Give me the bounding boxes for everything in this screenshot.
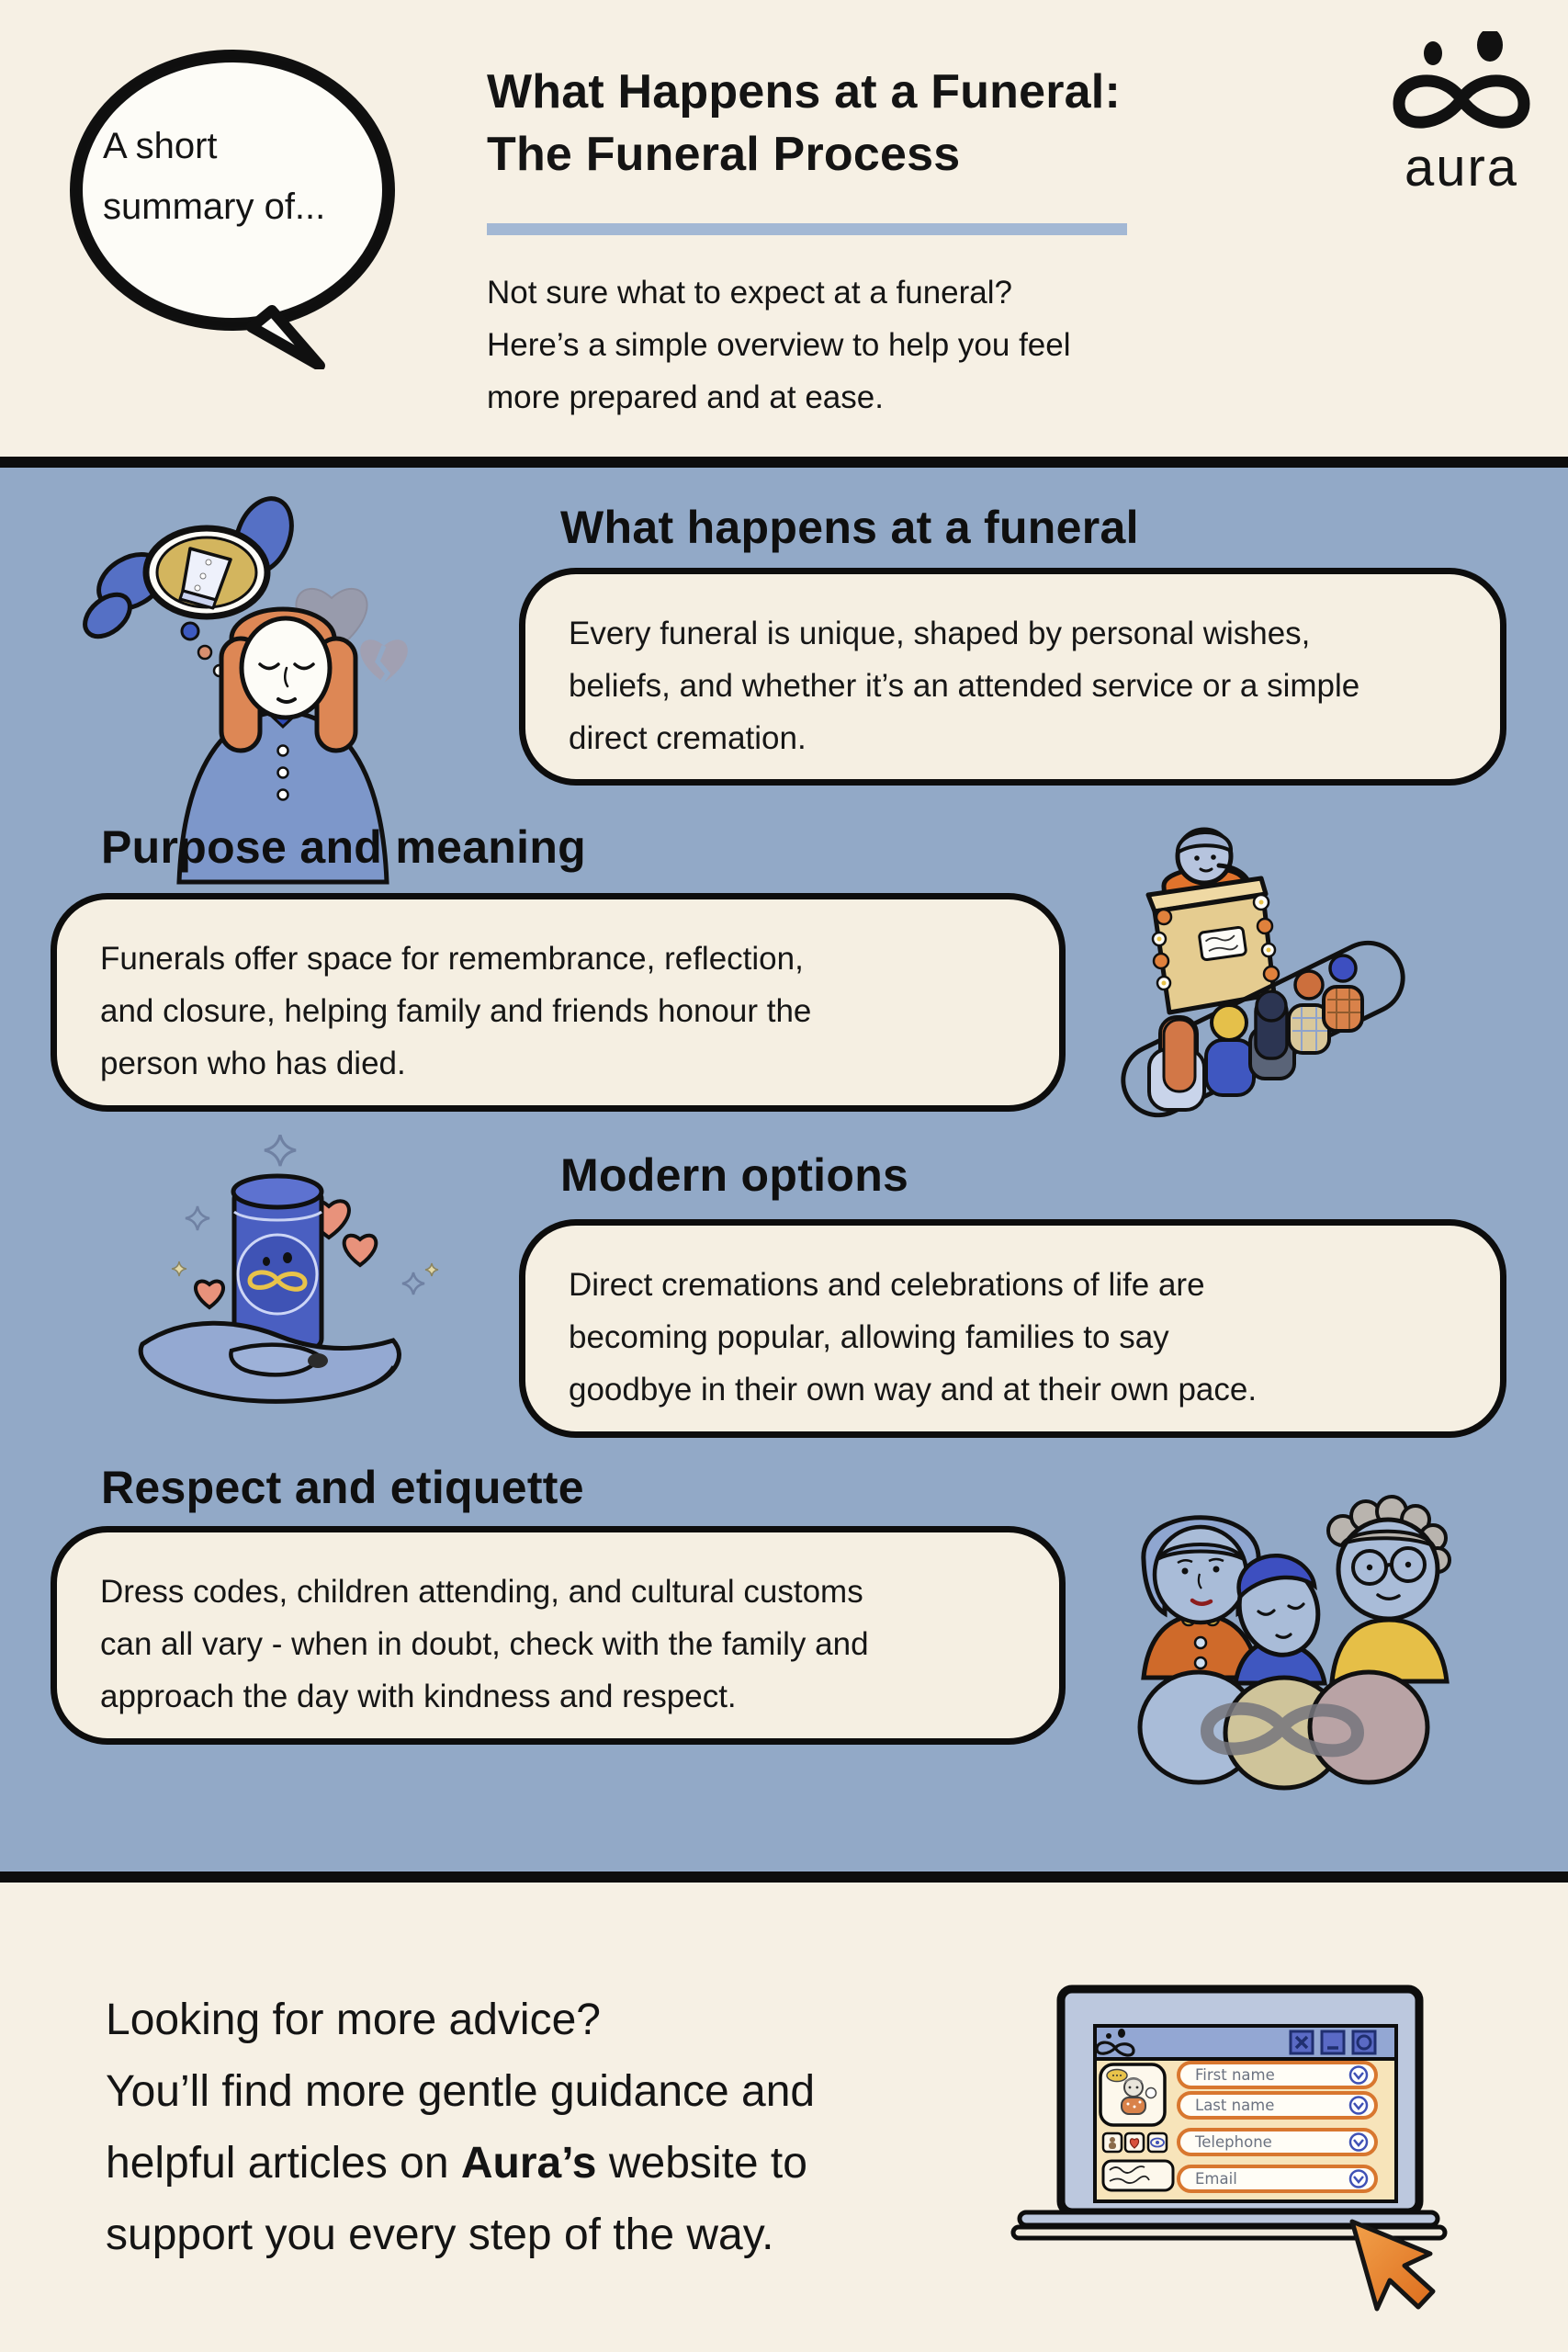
form-mini-icons [1101,2132,1168,2154]
section-heading-purpose: Purpose and meaning [101,821,587,873]
infinity-symbol [1200,1702,1365,1758]
section-bubble-purpose: Funerals offer space for remembrance, re… [51,893,1066,1112]
bubble-line: can all vary - when in doubt, check with… [100,1626,869,1662]
telephone-label: Telephone [1194,2133,1272,2151]
minimize-icon [1320,2030,1346,2055]
bubble-line: Dress codes, children attending, and cul… [100,1574,863,1610]
grandmother-figure [1141,1515,1261,1680]
family-embrace-illustration [1137,1495,1451,1791]
chevron-down-icon [1353,2102,1364,2110]
last-name-field [1177,2091,1378,2120]
grief-thoughts-illustration [83,496,408,885]
bubble-line: Every funeral is unique, shaped by perso… [569,616,1311,651]
chevron-down-icon [1353,2072,1364,2080]
leaning-person-figure [1233,1554,1327,1686]
first-name-label: First name [1195,2066,1275,2084]
footer-line: helpful articles on Aura’s website to [106,2139,807,2188]
bubble-line: goodbye in their own way and at their ow… [569,1372,1258,1408]
maximize-icon [1351,2030,1377,2055]
memorial-urn [231,1173,324,1351]
aura-mini-logo-icon [1095,2029,1135,2057]
seated-mourners [1121,940,1405,1118]
telephone-field [1177,2128,1378,2156]
bubble-line: Funerals offer space for remembrance, re… [100,941,804,977]
speech-bubble-text: A short summary of... [103,126,326,227]
page-title-line2: The Funeral Process [487,128,961,181]
bubble-line: approach the day with kindness and respe… [100,1679,737,1714]
eulogy-service-illustration [1121,827,1405,1118]
last-name-label: Last name [1195,2097,1274,2114]
footer-line: Looking for more advice? [106,1996,601,2044]
bubble-line: beliefs, and whether it’s an attended se… [569,668,1360,704]
sparkle-icon [171,1135,439,1295]
coffin-icon [178,547,232,610]
signature-card [1101,2159,1175,2192]
browser-titlebar [1093,2024,1398,2061]
laptop-base [1017,2210,1440,2228]
email-field [1177,2165,1378,2193]
laptop-website-illustration: First name Last name Telephone Email [1010,1984,1448,2312]
email-label: Email [1195,2170,1237,2188]
footer-line: support you every step of the way. [106,2211,774,2259]
grandfather-figure [1326,1495,1451,1684]
bubble-line: person who has died. [100,1046,406,1081]
urn-in-hand-illustration [138,1135,439,1404]
section-bubble-what-happens: Every funeral is unique, shaped by perso… [519,568,1506,786]
bubble-line: Direct cremations and celebrations of li… [569,1267,1205,1303]
intro-line: more prepared and at ease. [487,379,884,415]
section-bubble-modern-options: Direct cremations and celebrations of li… [519,1219,1506,1438]
profile-photo-card [1099,2063,1167,2127]
brand-name: Aura’s [460,2139,597,2188]
speech-bubble-icon [70,50,395,369]
section-heading-modern-options: Modern options [560,1149,909,1201]
section-heading-what-happens: What happens at a funeral [560,502,1139,553]
linked-arms [1137,1669,1430,1791]
broken-heart-icon [360,639,408,683]
page-title: What Happens at a Funeral: The Funeral P… [487,61,1121,186]
urn-infinity-emblem [247,1270,308,1292]
bubble-line: direct cremation. [569,720,807,756]
close-icon [1289,2030,1314,2055]
title-underline [487,223,1127,235]
first-name-field [1177,2061,1378,2089]
aura-wordmark: aura [1404,138,1519,198]
bubble-line: becoming popular, allowing families to s… [569,1319,1169,1355]
form-fields: First name Last name Telephone Email [1177,2061,1378,2193]
page-title-line1: What Happens at a Funeral: [487,65,1121,119]
holding-hand [138,1320,401,1404]
intro-line: Not sure what to expect at a funeral? [487,275,1012,311]
footer-message: Looking for more advice? You’ll find mor… [106,1984,815,2271]
speaker-at-podium [1145,827,1280,1015]
cursor-icon [1349,2219,1436,2312]
grieving-person [176,606,389,885]
bubble-line: and closure, helping family and friends … [100,993,812,1029]
intro-text: Not sure what to expect at a funeral? He… [487,266,1071,424]
section-heading-respect: Respect and etiquette [101,1462,584,1513]
chevron-down-icon [1353,2176,1364,2184]
glasses-icon [1351,1546,1427,1586]
browser-window: First name Last name Telephone Email [1093,2024,1398,2203]
aura-infinity-icon [1393,28,1530,129]
chevron-down-icon [1353,2139,1364,2147]
footer-line: You’ll find more gentle guidance and [106,2067,816,2116]
podium-flowers [1151,893,1280,991]
intro-line: Here’s a simple overview to help you fee… [487,327,1071,363]
section-bubble-respect: Dress codes, children attending, and cul… [51,1526,1066,1745]
aura-logo: aura [1376,28,1547,198]
